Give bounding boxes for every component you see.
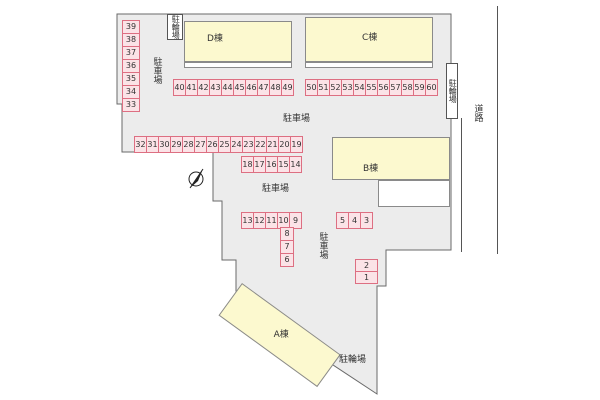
building-b-label: B棟 [363, 164, 379, 174]
parking-slot-39: 39 [122, 20, 140, 34]
building-b-lower-units [378, 180, 450, 207]
bicycle-parking-top: 駐輪場 [167, 14, 183, 40]
parking-slot-6: 6 [280, 253, 294, 267]
parking-slot-33: 33 [122, 98, 140, 112]
parking-slot-3: 3 [360, 212, 373, 229]
north-arrow-icon [188, 168, 204, 189]
parking-slot-23: 23 [242, 136, 255, 153]
parking-slot-48: 48 [269, 79, 282, 96]
building-c-label: C棟 [362, 33, 378, 43]
bicycle-parking-right: 駐輪場 [446, 63, 458, 119]
parking-slot-19: 19 [290, 136, 303, 153]
parking-slot-36: 36 [122, 59, 140, 73]
parking-slot-38: 38 [122, 33, 140, 47]
building-d-label: D棟 [207, 34, 223, 44]
parking-slot-37: 37 [122, 46, 140, 60]
parking-slot-4: 4 [348, 212, 361, 229]
parking-slot-29: 29 [170, 136, 183, 153]
parking-slot-49: 49 [281, 79, 294, 96]
parking-label-right: 駐車場 [317, 232, 328, 259]
parking-slot-14: 14 [289, 156, 302, 173]
parking-label-center: 駐車場 [283, 114, 311, 124]
parking-slot-34: 34 [122, 85, 140, 99]
parking-slot-8: 8 [280, 227, 294, 241]
building-c: C棟 [305, 17, 433, 62]
road-line-left [461, 118, 462, 252]
parking-slot-1: 1 [355, 271, 378, 284]
parking-label-middle: 駐車場 [262, 184, 290, 194]
building-d: D棟 [184, 21, 292, 62]
parking-slot-7: 7 [280, 240, 294, 254]
road-label: 道路 [472, 104, 483, 122]
road-line-right [497, 6, 498, 254]
parking-slot-30: 30 [158, 136, 171, 153]
building-b: B棟 [332, 137, 450, 180]
parking-slot-60: 60 [425, 79, 438, 96]
parking-slot-27: 27 [194, 136, 207, 153]
parking-slot-35: 35 [122, 72, 140, 86]
building-d-balcony [184, 62, 292, 68]
building-c-balcony [305, 62, 433, 68]
bicycle-parking-bottom-label: 駐輪場 [339, 355, 367, 365]
parking-label-left: 駐車場 [151, 57, 162, 84]
parking-slot-15: 15 [277, 156, 290, 173]
parking-slot-9: 9 [289, 212, 302, 229]
building-a-label: A棟 [273, 330, 289, 341]
